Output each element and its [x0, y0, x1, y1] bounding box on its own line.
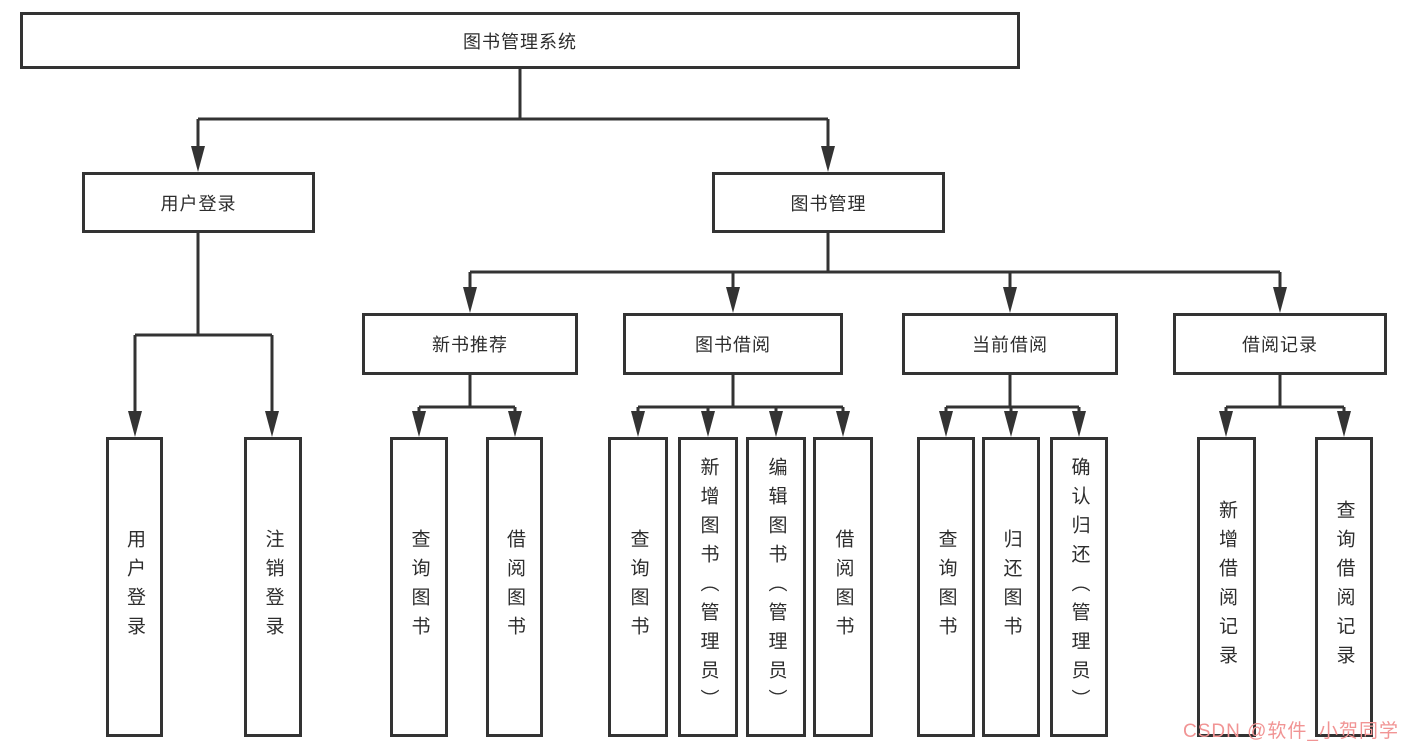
arrowhead [1072, 411, 1086, 437]
leaf-nb-query-books: 查询图书 [390, 437, 448, 737]
node-borrow-records: 借阅记录 [1173, 313, 1387, 375]
leaf-logout-label: 注销登录 [262, 529, 284, 645]
leaf-cb-query-books-label: 查询图书 [935, 529, 957, 645]
leaf-cb-confirm-return-admin-label: 确认归还（管理员） [1068, 456, 1090, 718]
leaf-user-login-label: 用户登录 [124, 529, 145, 645]
leaf-bb-borrow-books: 借阅图书 [813, 437, 873, 737]
node-book-borrow-label: 图书借阅 [695, 335, 771, 355]
leaf-br-query-record: 查询借阅记录 [1315, 437, 1373, 737]
node-new-book-recommend: 新书推荐 [362, 313, 578, 375]
csdn-watermark: CSDN @软件_小贺同学 [1183, 721, 1399, 742]
leaf-bb-query-books-label: 查询图书 [627, 529, 649, 645]
leaf-bb-borrow-books-label: 借阅图书 [832, 529, 854, 645]
arrowhead [1004, 411, 1018, 437]
leaf-cb-return-books-label: 归还图书 [1000, 529, 1022, 645]
node-book-management-label: 图书管理 [790, 193, 867, 214]
arrowhead [412, 411, 426, 437]
connector-book-management [463, 232, 1287, 313]
leaf-nb-query-books-label: 查询图书 [408, 529, 430, 645]
node-root: 图书管理系统 [20, 12, 1020, 69]
node-book-management: 图书管理 [712, 172, 945, 233]
arrowhead [508, 411, 522, 437]
connector-borrow-records [1219, 375, 1351, 437]
node-book-borrow: 图书借阅 [623, 313, 843, 375]
leaf-cb-confirm-return-admin: 确认归还（管理员） [1050, 437, 1108, 737]
leaf-br-query-record-label: 查询借阅记录 [1333, 500, 1355, 674]
arrowhead [701, 411, 715, 437]
arrowhead [128, 411, 142, 437]
arrowhead [769, 411, 783, 437]
node-borrow-records-label: 借阅记录 [1242, 335, 1318, 355]
leaf-bb-query-books: 查询图书 [608, 437, 668, 737]
leaf-logout: 注销登录 [244, 437, 302, 737]
arrowhead [1219, 411, 1233, 437]
arrowhead [726, 287, 740, 313]
leaf-nb-borrow-books-label: 借阅图书 [504, 529, 525, 645]
leaf-br-add-record-label: 新增借阅记录 [1216, 500, 1237, 674]
node-current-borrow-label: 当前借阅 [972, 335, 1048, 355]
arrowhead [463, 287, 477, 313]
node-user-login-label: 用户登录 [160, 193, 237, 214]
leaf-cb-query-books: 查询图书 [917, 437, 975, 737]
node-user-login: 用户登录 [82, 172, 315, 233]
leaf-user-login: 用户登录 [106, 437, 163, 737]
leaf-cb-return-books: 归还图书 [982, 437, 1040, 737]
arrowhead [631, 411, 645, 437]
connector-current-borrow [939, 375, 1086, 437]
node-new-book-recommend-label: 新书推荐 [432, 335, 508, 355]
arrowhead [191, 146, 205, 172]
leaf-bb-edit-books-admin: 编辑图书（管理员） [746, 437, 806, 737]
leaf-br-add-record: 新增借阅记录 [1197, 437, 1256, 737]
connector-new-book [412, 375, 522, 437]
node-current-borrow: 当前借阅 [902, 313, 1118, 375]
arrowhead [1273, 287, 1287, 313]
arrowhead [1003, 287, 1017, 313]
arrowhead [939, 411, 953, 437]
arrowhead [1337, 411, 1351, 437]
leaf-nb-borrow-books: 借阅图书 [486, 437, 543, 737]
arrowhead [265, 411, 279, 437]
arrowhead [836, 411, 850, 437]
connector-book-borrow [631, 375, 850, 437]
leaf-bb-add-books-admin-label: 新增图书（管理员） [697, 456, 719, 718]
connector-user-login [128, 232, 279, 437]
leaf-bb-edit-books-admin-label: 编辑图书（管理员） [765, 456, 787, 718]
connector-root [191, 68, 835, 172]
leaf-bb-add-books-admin: 新增图书（管理员） [678, 437, 738, 737]
node-root-label: 图书管理系统 [463, 31, 577, 52]
arrowhead [821, 146, 835, 172]
